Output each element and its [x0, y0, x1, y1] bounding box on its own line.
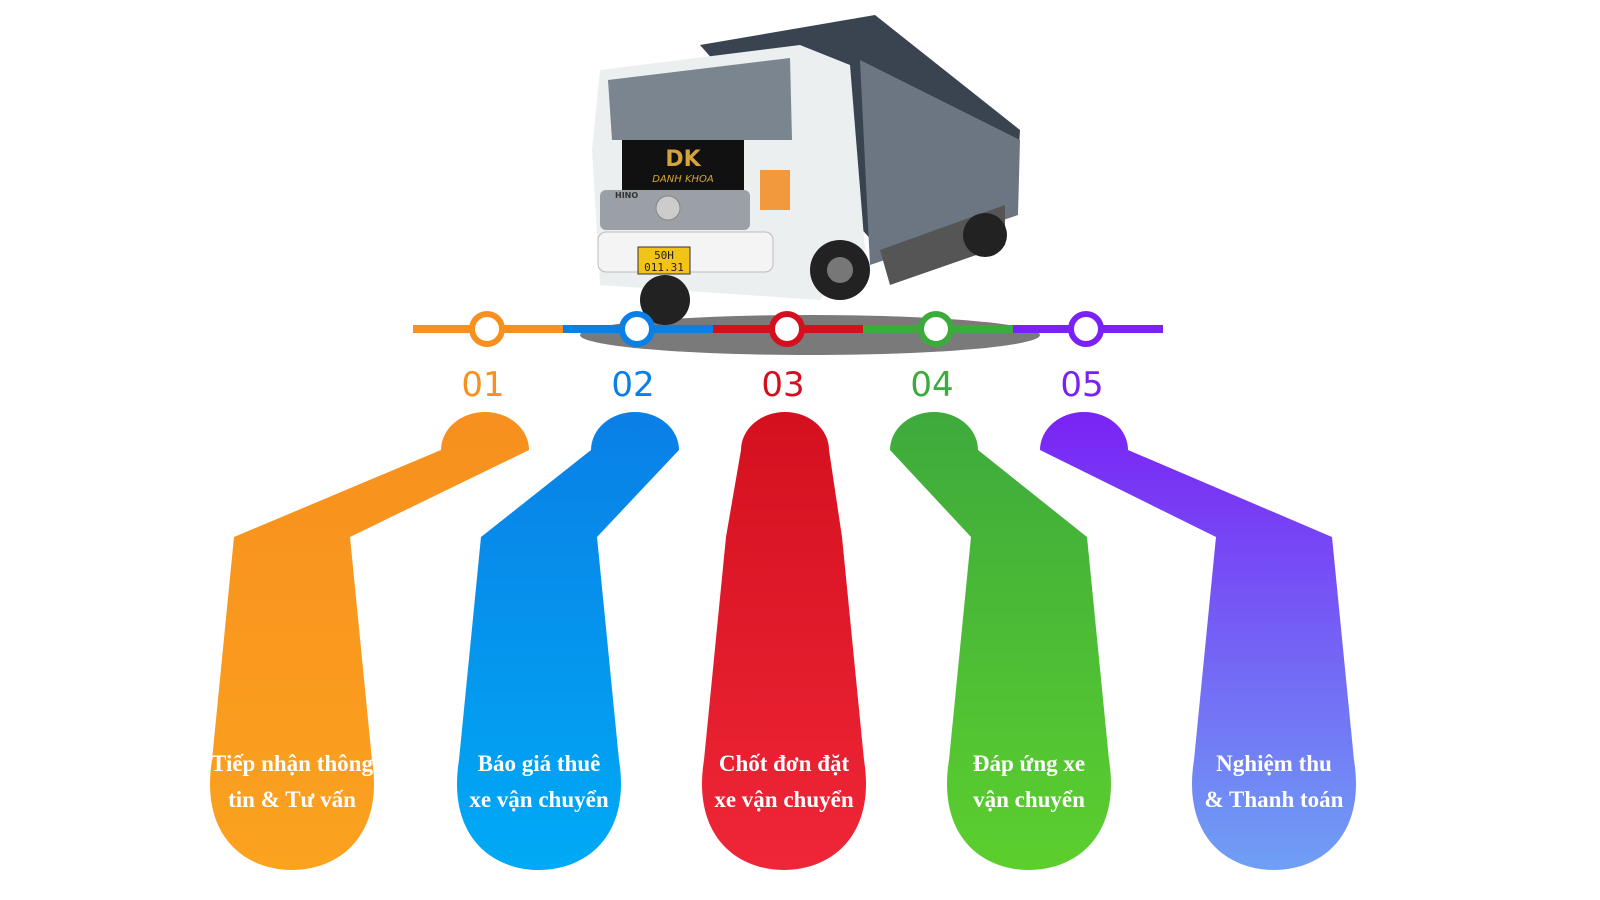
step-shape	[210, 412, 529, 870]
timeline-node	[769, 311, 805, 347]
step-card: Nghiệm thu & Thanh toán	[1040, 412, 1356, 870]
step-label-line2: xe vận chuyển	[714, 787, 854, 812]
timeline-node	[1068, 311, 1104, 347]
step-label-line2: vận chuyển	[973, 787, 1085, 812]
truck-make: HINO	[615, 191, 638, 200]
step-shape	[890, 412, 1111, 870]
timeline-node	[469, 311, 505, 347]
step-number: 03	[761, 365, 804, 405]
step-label-line1: Tiếp nhận thông	[211, 751, 373, 776]
step-shape	[457, 412, 679, 870]
step-card: Tiếp nhận thông tin & Tư vấn	[210, 412, 529, 870]
timeline-node	[619, 311, 655, 347]
step-shape	[1040, 412, 1356, 870]
logo-text: DANH KHOA	[652, 174, 714, 185]
step-shape	[702, 412, 866, 870]
logo-mark: DK	[665, 147, 701, 172]
step-card: Đáp ứng xe vận chuyển	[890, 412, 1111, 870]
step-number: 05	[1060, 365, 1103, 405]
step-number: 01	[461, 365, 504, 405]
step-number: 04	[910, 365, 953, 405]
license-plate-line2: 011.31	[644, 261, 684, 274]
step-label-line1: Chốt đơn đặt	[719, 751, 850, 776]
truck-image: DK DANH KHOA HINO 50H 011.31	[580, 15, 1040, 355]
step-card: Báo giá thuê xe vận chuyển	[457, 412, 679, 870]
license-plate-line1: 50H	[654, 249, 674, 262]
step-label-line2: xe vận chuyển	[469, 787, 609, 812]
step-number: 02	[611, 365, 654, 405]
steps: Tiếp nhận thông tin & Tư vấn Báo giá thuê x…	[210, 412, 1356, 870]
step-label-line1: Đáp ứng xe	[973, 751, 1085, 776]
timeline: 01 02 03 04 05	[413, 311, 1163, 405]
step-label-line1: Báo giá thuê	[478, 751, 601, 776]
step-card: Chốt đơn đặt xe vận chuyển	[702, 412, 866, 870]
logo-badge	[622, 140, 744, 190]
step-label-line2: & Thanh toán	[1205, 787, 1344, 812]
timeline-node	[918, 311, 954, 347]
step-label-line1: Nghiệm thu	[1216, 751, 1332, 776]
step-label-line2: tin & Tư vấn	[228, 787, 356, 812]
